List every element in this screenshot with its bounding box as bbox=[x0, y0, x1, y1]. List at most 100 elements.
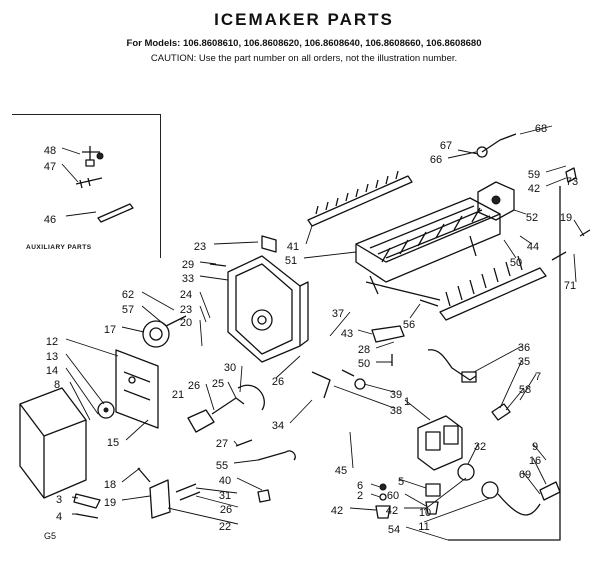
callout-31: 31 bbox=[219, 490, 231, 502]
auxiliary-parts-box bbox=[12, 114, 161, 258]
callout-69: 69 bbox=[519, 469, 531, 481]
callout-42: 42 bbox=[386, 505, 398, 517]
callout-48: 48 bbox=[44, 145, 56, 157]
callout-57: 57 bbox=[122, 304, 134, 316]
model-list: For Models: 106.8608610, 106.8608620, 10… bbox=[126, 38, 482, 49]
callout-29: 29 bbox=[182, 259, 194, 271]
callout-19: 19 bbox=[560, 212, 572, 224]
callout-18: 18 bbox=[104, 479, 116, 491]
callout-5: 5 bbox=[398, 476, 404, 488]
icemaker-housing-part bbox=[227, 255, 309, 363]
part-drawings bbox=[19, 133, 591, 541]
callout-51: 51 bbox=[285, 255, 297, 267]
small-hardware-parts bbox=[73, 235, 441, 519]
ice-ejector-part bbox=[307, 170, 413, 227]
callout-9: 9 bbox=[532, 441, 538, 453]
callout-50: 50 bbox=[510, 257, 522, 269]
callout-42: 42 bbox=[528, 183, 540, 195]
callout-26: 26 bbox=[272, 376, 284, 388]
callout-68: 68 bbox=[535, 123, 547, 135]
callout-58: 58 bbox=[519, 384, 531, 396]
callout-25: 25 bbox=[212, 378, 224, 390]
callout-66: 66 bbox=[430, 154, 442, 166]
callout-27: 27 bbox=[216, 438, 228, 450]
callout-8: 8 bbox=[54, 379, 60, 391]
callout-3: 3 bbox=[56, 494, 62, 506]
callout-45: 45 bbox=[335, 465, 347, 477]
callout-73: 73 bbox=[566, 176, 578, 188]
callout-55: 55 bbox=[216, 460, 228, 472]
callout-12: 12 bbox=[46, 336, 58, 348]
aux-valve-part bbox=[82, 146, 104, 167]
ice-stripper-part bbox=[439, 255, 547, 321]
callout-1: 1 bbox=[404, 396, 410, 408]
switch-bracket-part bbox=[137, 467, 201, 519]
fittings-parts bbox=[375, 167, 591, 519]
callout-19: 19 bbox=[104, 497, 116, 509]
callout-30: 30 bbox=[224, 362, 236, 374]
drawing-code: G5 bbox=[44, 531, 57, 541]
callout-60: 60 bbox=[387, 490, 399, 502]
callout-33: 33 bbox=[182, 273, 194, 285]
callout-44: 44 bbox=[527, 241, 539, 253]
callout-20: 20 bbox=[180, 317, 192, 329]
callout-32: 32 bbox=[474, 441, 486, 453]
callout-28: 28 bbox=[358, 344, 370, 356]
callout-47: 47 bbox=[44, 161, 56, 173]
callout-14: 14 bbox=[46, 365, 58, 377]
fill-tube-part bbox=[476, 133, 517, 158]
callout-59: 59 bbox=[528, 169, 540, 181]
callout-22: 22 bbox=[219, 521, 231, 533]
callout-2: 2 bbox=[357, 490, 363, 502]
callout-10: 10 bbox=[419, 507, 431, 519]
callout-35: 35 bbox=[518, 356, 530, 368]
callout-leaders bbox=[61, 125, 585, 541]
callout-37: 37 bbox=[332, 308, 344, 320]
callout-46: 46 bbox=[44, 214, 56, 226]
page-title: ICEMAKER PARTS bbox=[214, 10, 394, 29]
callout-11: 11 bbox=[418, 521, 429, 533]
wire-harness-part bbox=[427, 349, 477, 383]
callout-38: 38 bbox=[390, 405, 402, 417]
callout-24: 24 bbox=[180, 289, 192, 301]
callout-52: 52 bbox=[526, 212, 538, 224]
callout-23: 23 bbox=[194, 241, 206, 253]
callout-43: 43 bbox=[341, 328, 353, 340]
callout-16: 16 bbox=[529, 455, 541, 467]
callout-39: 39 bbox=[390, 389, 402, 401]
callout-67: 67 bbox=[440, 140, 452, 152]
thermostat-part bbox=[187, 384, 265, 433]
callout-7: 7 bbox=[535, 371, 541, 383]
water-valve-part bbox=[417, 415, 499, 499]
ice-mold-part bbox=[355, 197, 501, 295]
callout-21: 21 bbox=[172, 389, 184, 401]
aux-tube-part bbox=[97, 203, 134, 223]
callout-50: 50 bbox=[358, 358, 370, 370]
water-line-part bbox=[448, 186, 561, 541]
callout-40: 40 bbox=[219, 475, 231, 487]
front-cover-part bbox=[19, 387, 87, 499]
auxiliary-parts-label: AUXILIARY PARTS bbox=[26, 244, 92, 251]
callout-26: 26 bbox=[220, 504, 232, 516]
motor-part bbox=[142, 315, 187, 348]
mounting-plate-part bbox=[115, 349, 159, 429]
callout-41: 41 bbox=[287, 241, 299, 253]
fill-cup-part bbox=[477, 181, 515, 221]
callout-34: 34 bbox=[272, 420, 284, 432]
callout-42: 42 bbox=[331, 505, 343, 517]
callout-4: 4 bbox=[56, 511, 62, 523]
callout-6: 6 bbox=[357, 480, 363, 492]
callout-54: 54 bbox=[388, 524, 400, 536]
callout-62: 62 bbox=[122, 289, 134, 301]
callout-26: 26 bbox=[188, 380, 200, 392]
callout-15: 15 bbox=[107, 437, 119, 449]
callout-17: 17 bbox=[104, 324, 116, 336]
aux-fitting-part bbox=[75, 177, 103, 189]
drive-gear-part bbox=[97, 401, 115, 419]
callout-56: 56 bbox=[403, 319, 415, 331]
callout-36: 36 bbox=[518, 342, 530, 354]
caution-note: CAUTION: Use the part number on all orde… bbox=[150, 53, 458, 64]
callout-13: 13 bbox=[46, 351, 58, 363]
